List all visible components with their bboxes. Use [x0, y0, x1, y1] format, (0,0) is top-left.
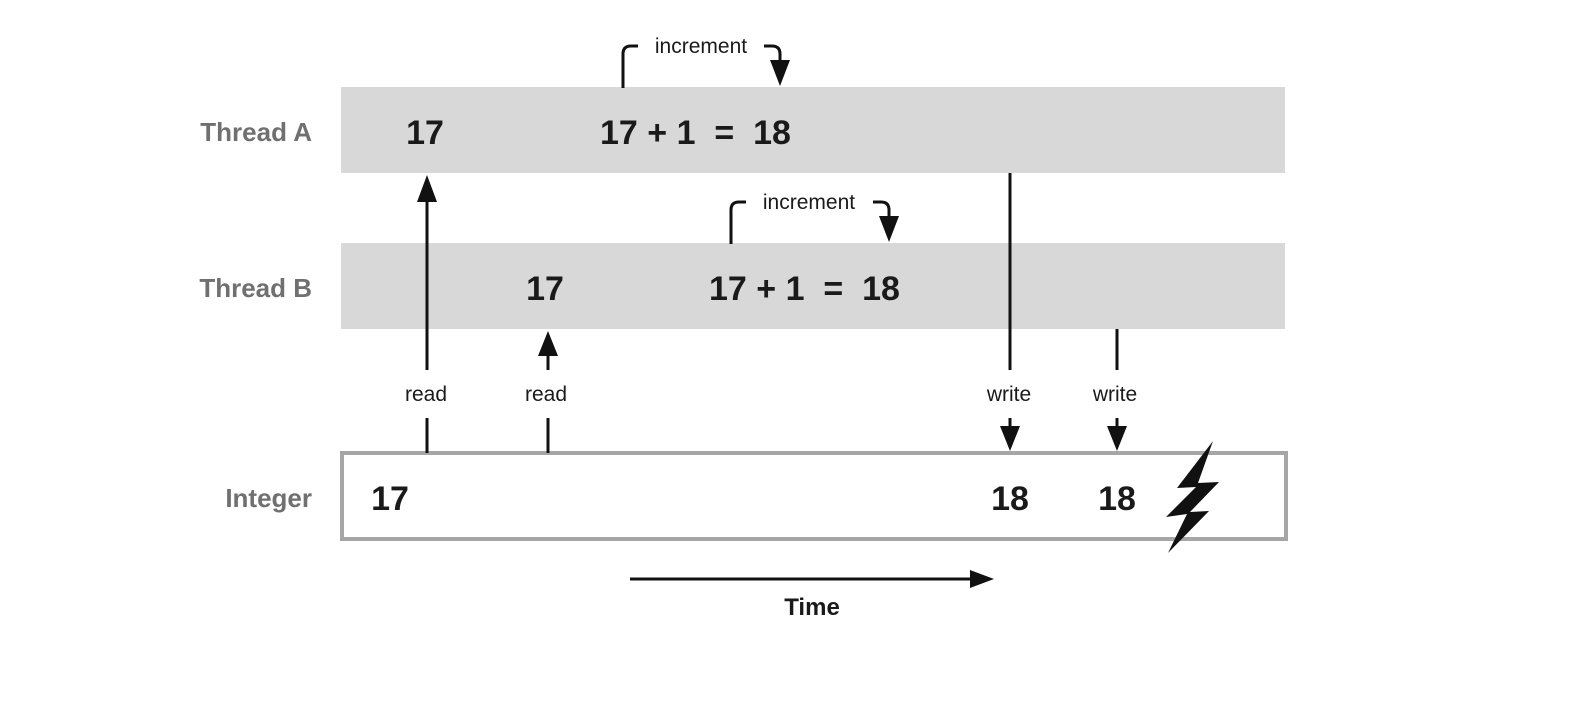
thread-b-label: Thread B	[199, 273, 312, 303]
thread-a-lane	[341, 87, 1285, 173]
thread-b-expression: 17 + 1 = 18	[709, 270, 900, 308]
thread-b-increment-bracket: increment	[729, 191, 899, 244]
integer-label: Integer	[225, 483, 312, 513]
read-b-arrow: read	[525, 331, 567, 453]
time-label: Time	[784, 594, 840, 621]
write-a-label: write	[986, 383, 1031, 406]
thread-a-label: Thread A	[200, 117, 312, 147]
time-arrowhead	[970, 570, 994, 588]
time-axis: Time	[630, 570, 994, 621]
thread-a-increment-bracket: increment	[621, 35, 790, 88]
write-b-arrowhead	[1107, 426, 1127, 451]
read-b-arrowhead	[538, 331, 558, 356]
read-a-label: read	[405, 383, 447, 406]
thread-a-expression: 17 + 1 = 18	[600, 114, 791, 152]
integer-initial-value: 17	[371, 480, 409, 518]
thread-b-read-value: 17	[526, 270, 564, 308]
thread-a-read-value: 17	[406, 114, 444, 152]
thread-a-increment-arrowhead	[770, 60, 790, 86]
integer-second-write-value: 18	[1098, 480, 1136, 518]
integer-first-write-value: 18	[991, 480, 1029, 518]
thread-b-increment-arrowhead	[879, 216, 899, 242]
lightning-bolt-icon	[1166, 441, 1219, 553]
write-b-label: write	[1092, 383, 1137, 406]
thread-b-increment-label: increment	[763, 191, 855, 214]
write-b-arrow: write	[1092, 329, 1137, 451]
read-a-arrow: read	[405, 175, 447, 453]
integer-box	[340, 451, 1288, 541]
write-a-arrowhead	[1000, 426, 1020, 451]
read-b-label: read	[525, 383, 567, 406]
thread-b-lane	[341, 243, 1285, 329]
read-a-arrowhead	[417, 175, 437, 202]
thread-a-increment-label: increment	[655, 35, 747, 58]
write-a-arrow: write	[986, 173, 1031, 451]
